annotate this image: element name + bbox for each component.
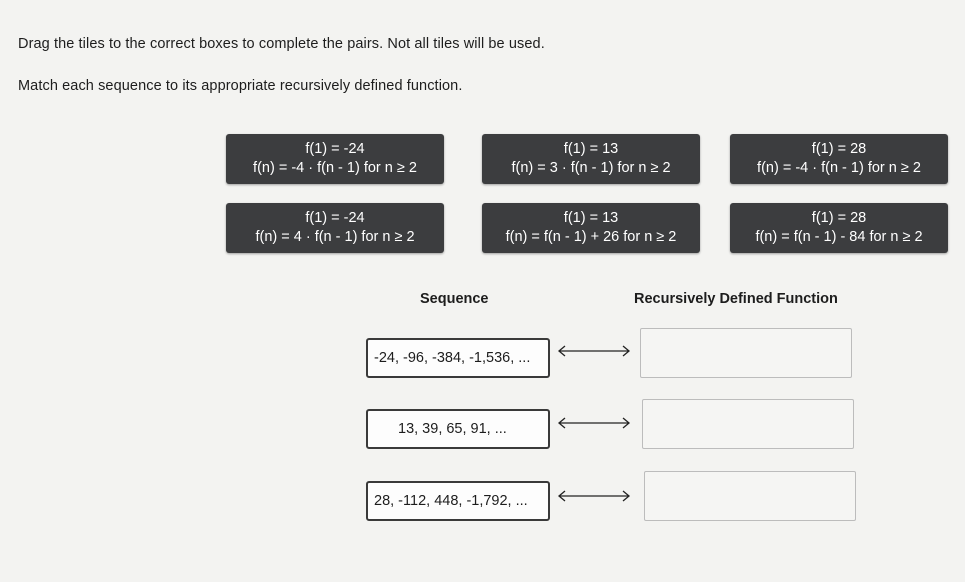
tile-recursive-rule: f(n) = f(n - 1) - 84 for n ≥ 2 [755, 229, 923, 245]
drop-target-1[interactable] [640, 328, 852, 378]
sequence-text: 13, 39, 65, 91, ... [398, 421, 507, 437]
double-headed-arrow-icon [557, 345, 631, 357]
sequence-text: -24, -96, -384, -1,536, ... [374, 350, 531, 366]
tile-4[interactable]: f(1) = -24 f(n) = 4 · f(n - 1) for n ≥ 2 [226, 203, 444, 253]
double-headed-arrow-icon [557, 417, 631, 429]
sequence-box-1: -24, -96, -384, -1,536, ... [366, 338, 550, 378]
tile-initial-value: f(1) = -24 [305, 210, 365, 226]
tile-recursive-rule: f(n) = 3 · f(n - 1) for n ≥ 2 [511, 160, 671, 176]
sequence-box-2: 13, 39, 65, 91, ... [366, 409, 550, 449]
tile-recursive-rule: f(n) = 4 · f(n - 1) for n ≥ 2 [255, 229, 415, 245]
tile-1[interactable]: f(1) = -24 f(n) = -4 · f(n - 1) for n ≥ … [226, 134, 444, 184]
tile-recursive-rule: f(n) = -4 · f(n - 1) for n ≥ 2 [253, 160, 417, 176]
tile-2[interactable]: f(1) = 13 f(n) = 3 · f(n - 1) for n ≥ 2 [482, 134, 700, 184]
tile-initial-value: f(1) = 28 [811, 141, 867, 157]
sequence-box-3: 28, -112, 448, -1,792, ... [366, 481, 550, 521]
sequence-header: Sequence [420, 291, 489, 307]
recursive-function-header: Recursively Defined Function [634, 291, 838, 307]
tile-5[interactable]: f(1) = 13 f(n) = f(n - 1) + 26 for n ≥ 2 [482, 203, 700, 253]
tile-initial-value: f(1) = -24 [305, 141, 365, 157]
tile-initial-value: f(1) = 13 [563, 141, 619, 157]
tile-recursive-rule: f(n) = -4 · f(n - 1) for n ≥ 2 [757, 160, 921, 176]
instruction-drag: Drag the tiles to the correct boxes to c… [18, 36, 545, 52]
tile-3[interactable]: f(1) = 28 f(n) = -4 · f(n - 1) for n ≥ 2 [730, 134, 948, 184]
drop-target-3[interactable] [644, 471, 856, 521]
tile-initial-value: f(1) = 28 [811, 210, 867, 226]
tile-6[interactable]: f(1) = 28 f(n) = f(n - 1) - 84 for n ≥ 2 [730, 203, 948, 253]
tile-initial-value: f(1) = 13 [563, 210, 619, 226]
drop-target-2[interactable] [642, 399, 854, 449]
double-headed-arrow-icon [557, 490, 631, 502]
tile-recursive-rule: f(n) = f(n - 1) + 26 for n ≥ 2 [505, 229, 677, 245]
sequence-text: 28, -112, 448, -1,792, ... [374, 493, 528, 509]
instruction-match: Match each sequence to its appropriate r… [18, 78, 463, 94]
